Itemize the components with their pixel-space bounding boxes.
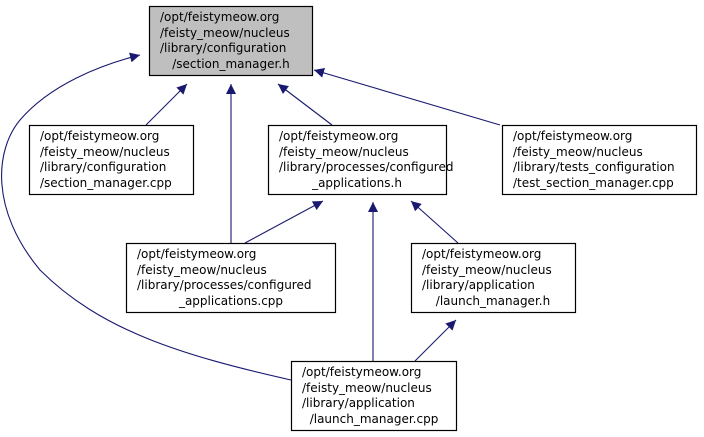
node-launch-manager-cpp[interactable]: /opt/feistymeow.org /feisty_meow/nucleus… bbox=[290, 360, 458, 432]
edge-section-manager-cpp-to-root bbox=[145, 83, 188, 126]
node-line: /opt/feistymeow.org bbox=[40, 129, 159, 143]
node-line: /opt/feistymeow.org bbox=[279, 129, 398, 143]
node-configured-applications-cpp[interactable]: /opt/feistymeow.org /feisty_meow/nucleus… bbox=[125, 242, 337, 314]
node-test-section-manager-cpp[interactable]: /opt/feistymeow.org /feisty_meow/nucleus… bbox=[501, 124, 698, 196]
node-line: /opt/feistymeow.org bbox=[302, 365, 421, 379]
node-line: /library/tests_configuration bbox=[513, 160, 675, 174]
node-line: /library/processes/configured bbox=[137, 278, 311, 292]
edge-test-section-manager-cpp-to-root bbox=[313, 68, 501, 126]
edge-configured-applications-h-to-root bbox=[277, 83, 333, 126]
node-line: /section_manager.h bbox=[172, 57, 290, 71]
node-line: _applications.cpp bbox=[178, 294, 283, 308]
node-line: /feisty_meow/nucleus bbox=[279, 145, 409, 159]
node-line: /library/configuration bbox=[160, 41, 286, 55]
node-line: /feisty_meow/nucleus bbox=[160, 26, 290, 40]
node-line: /library/application bbox=[302, 396, 415, 410]
node-line: /feisty_meow/nucleus bbox=[513, 145, 643, 159]
node-line: /feisty_meow/nucleus bbox=[137, 263, 267, 277]
edge-launch-manager-cpp-to-h bbox=[414, 319, 457, 362]
node-line: /feisty_meow/nucleus bbox=[302, 381, 432, 395]
node-line: /test_section_manager.cpp bbox=[513, 176, 674, 190]
node-line: /section_manager.cpp bbox=[40, 176, 172, 190]
node-line: /launch_manager.cpp bbox=[310, 412, 439, 426]
node-configured-applications-h[interactable]: /opt/feistymeow.org /feisty_meow/nucleus… bbox=[267, 124, 454, 196]
node-line: /opt/feistymeow.org bbox=[513, 129, 632, 143]
node-launch-manager-h[interactable]: /opt/feistymeow.org /feisty_meow/nucleus… bbox=[410, 242, 577, 314]
edges bbox=[1, 52, 501, 381]
node-section-manager-h[interactable]: /opt/feistymeow.org /feisty_meow/nucleus… bbox=[148, 5, 314, 77]
edge-configured-applications-cpp-to-h bbox=[244, 200, 324, 244]
node-line: /library/application bbox=[422, 278, 535, 292]
node-line: /feisty_meow/nucleus bbox=[40, 145, 170, 159]
edge-launch-manager-h-to-configured-applications-h bbox=[410, 200, 459, 244]
node-line: /library/processes/configured bbox=[279, 160, 453, 174]
node-line: /opt/feistymeow.org bbox=[137, 247, 256, 261]
node-line: _applications.h bbox=[311, 176, 402, 190]
node-line: /library/configuration bbox=[40, 160, 166, 174]
node-section-manager-cpp[interactable]: /opt/feistymeow.org /feisty_meow/nucleus… bbox=[28, 124, 195, 196]
node-line: /opt/feistymeow.org bbox=[422, 247, 541, 261]
node-line: /opt/feistymeow.org bbox=[160, 10, 279, 24]
edge-launch-manager-cpp-to-root bbox=[1, 52, 292, 381]
node-line: /launch_manager.h bbox=[436, 294, 550, 308]
node-line: /feisty_meow/nucleus bbox=[422, 263, 552, 277]
